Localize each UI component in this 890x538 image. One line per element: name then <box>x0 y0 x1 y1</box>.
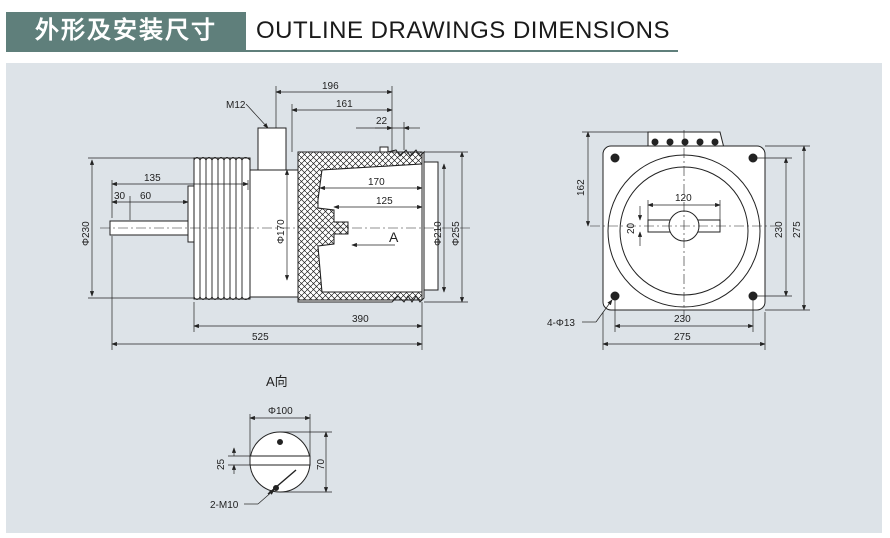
dim-120: 120 <box>675 193 692 204</box>
outer-band <box>423 161 439 291</box>
front-view-labels: 162 120 20 230 275 230 275 4-Φ13 <box>547 179 803 343</box>
dim-230-vertical: 230 <box>774 221 785 238</box>
dim-161: 161 <box>336 99 353 110</box>
dim-125: 125 <box>376 196 393 207</box>
dim-m12: M12 <box>226 100 246 111</box>
view-a-labels: A向 Φ100 25 70 2-M10 <box>210 374 327 511</box>
dim-22: 22 <box>376 116 388 127</box>
header: 外形及安装尺寸 OUTLINE DRAWINGS DIMENSIONS <box>0 0 890 60</box>
pulley-body <box>193 157 251 300</box>
dim-25: 25 <box>216 458 227 470</box>
side-view-dims <box>88 86 468 350</box>
dim-135: 135 <box>144 173 161 184</box>
dim-30: 30 <box>114 191 126 202</box>
dim-525: 525 <box>252 332 269 343</box>
body-cylinder <box>249 169 299 298</box>
flange <box>187 185 195 243</box>
dim-phi230: Φ230 <box>81 221 92 246</box>
dim-phi100: Φ100 <box>268 406 293 417</box>
dim-275-horizontal: 275 <box>674 332 691 343</box>
view-a-hole-top <box>277 439 283 445</box>
title-english: OUTLINE DRAWINGS DIMENSIONS <box>256 17 670 44</box>
side-view-labels: 196 161 M12 22 135 30 60 170 125 A 390 5… <box>81 81 462 343</box>
dim-holes: 4-Φ13 <box>547 318 575 329</box>
front-view <box>590 130 780 318</box>
dim-70: 70 <box>316 458 327 470</box>
dim-170: 170 <box>368 177 385 188</box>
side-view <box>100 127 470 303</box>
dim-phi210: Φ210 <box>433 221 444 246</box>
dim-phi255: Φ255 <box>451 221 462 246</box>
front-view-dims <box>582 131 810 350</box>
dim-162: 162 <box>576 179 587 196</box>
dim-20: 20 <box>626 222 637 234</box>
dim-275-vertical: 275 <box>792 221 803 238</box>
pulley-grooves <box>193 157 251 300</box>
view-a-dims <box>228 414 332 505</box>
dim-60: 60 <box>140 191 152 202</box>
arrow-a-label: A <box>389 229 399 245</box>
dim-390: 390 <box>352 314 369 325</box>
title-underline <box>6 50 678 52</box>
terminal-block <box>257 127 287 171</box>
title-chinese: 外形及安装尺寸 <box>6 12 246 50</box>
view-a <box>249 431 311 495</box>
dim-m10: 2-M10 <box>210 500 239 511</box>
view-a-title: A向 <box>266 374 288 389</box>
view-a-key <box>249 455 311 466</box>
dim-196: 196 <box>322 81 339 92</box>
dim-230-horizontal: 230 <box>674 314 691 325</box>
dim-phi170: Φ170 <box>276 219 287 244</box>
